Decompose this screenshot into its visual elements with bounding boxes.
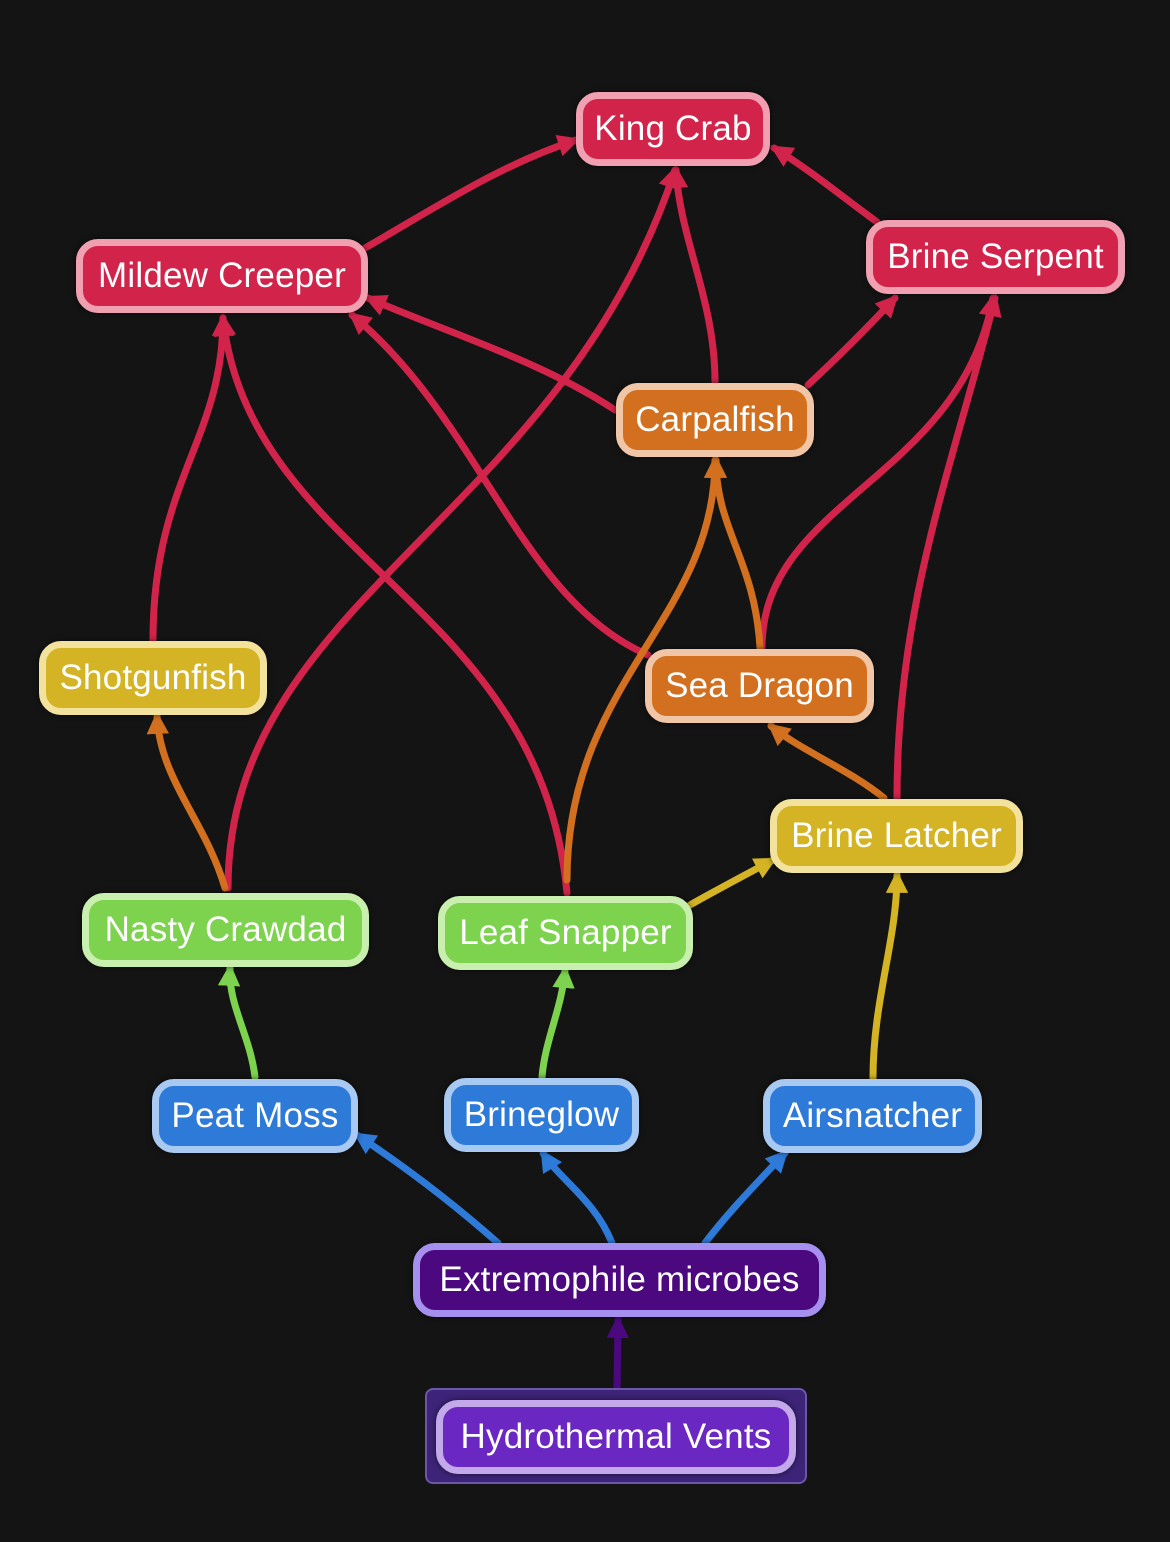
node-nasty-crawdad[interactable]: Nasty Crawdad (82, 893, 369, 967)
node-carpalfish[interactable]: Carpalfish (616, 383, 814, 457)
node-brine-latcher[interactable]: Brine Latcher (770, 799, 1023, 873)
edge-mildew-creeper-to-king-crab (361, 134, 581, 252)
node-extremophile-microbes[interactable]: Extremophile microbes (413, 1243, 826, 1317)
edge-brineglow-to-leaf-snapper (538, 965, 575, 1081)
node-hydrothermal-vents[interactable]: Hydrothermal Vents (436, 1400, 796, 1474)
node-king-crab[interactable]: King Crab (576, 92, 770, 166)
node-peat-moss[interactable]: Peat Moss (152, 1079, 358, 1153)
node-label: Brine Serpent (887, 237, 1104, 276)
node-label: Peat Moss (171, 1096, 339, 1135)
node-label: Airsnatcher (782, 1096, 963, 1135)
node-shotgunfish[interactable]: Shotgunfish (39, 641, 267, 715)
node-label: Leaf Snapper (459, 913, 672, 952)
edge-sea-dragon-to-brine-serpent (758, 293, 1001, 652)
edge-airsnatcher-to-brine-latcher (869, 870, 909, 1082)
node-leaf-snapper[interactable]: Leaf Snapper (438, 896, 693, 970)
edge-sea-dragon-to-mildew-creeper (348, 311, 652, 659)
edge-nasty-crawdad-to-shotgunfish (146, 711, 229, 892)
edge-sea-dragon-to-carpalfish (704, 455, 764, 652)
node-label: Carpalfish (635, 400, 795, 439)
edge-leaf-snapper-to-brine-latcher (686, 856, 777, 909)
edge-shotgunfish-to-mildew-creeper (149, 313, 235, 644)
node-label: Sea Dragon (665, 666, 854, 705)
node-airsnatcher[interactable]: Airsnatcher (763, 1079, 982, 1153)
node-label: Brineglow (463, 1095, 620, 1134)
edge-carpalfish-to-brine-serpent (804, 294, 899, 389)
edge-brine-latcher-to-sea-dragon (767, 722, 888, 802)
edge-brine-serpent-to-king-crab (770, 144, 881, 226)
edge-extremophile-to-peat-moss (353, 1131, 502, 1247)
edge-carpalfish-to-mildew-creeper (363, 294, 619, 414)
node-label: Brine Latcher (791, 816, 1002, 855)
node-label: Nasty Crawdad (104, 910, 347, 949)
node-brine-serpent[interactable]: Brine Serpent (866, 220, 1125, 294)
edge-peat-moss-to-nasty-crawdad (217, 963, 259, 1081)
node-label: Hydrothermal Vents (460, 1417, 772, 1456)
node-label: Mildew Creeper (98, 256, 346, 295)
edge-nasty-crawdad-to-king-crab (224, 165, 681, 892)
node-label: King Crab (594, 109, 752, 148)
node-label: Shotgunfish (59, 658, 247, 697)
edge-leaf-snapper-to-carpalfish (563, 455, 727, 884)
edge-leaf-snapper-to-mildew-creeper (213, 313, 571, 897)
node-mildew-creeper[interactable]: Mildew Creeper (76, 239, 368, 313)
edge-extremophile-to-brineglow (539, 1149, 616, 1247)
edge-vents-to-extremophile (606, 1315, 629, 1394)
node-brineglow[interactable]: Brineglow (444, 1078, 639, 1152)
edge-carpalfish-to-king-crab (665, 165, 719, 386)
edge-brine-latcher-to-brine-serpent (893, 293, 1002, 802)
node-label: Extremophile microbes (439, 1260, 800, 1299)
node-sea-dragon[interactable]: Sea Dragon (645, 649, 874, 723)
edge-extremophile-to-airsnatcher (701, 1149, 789, 1247)
